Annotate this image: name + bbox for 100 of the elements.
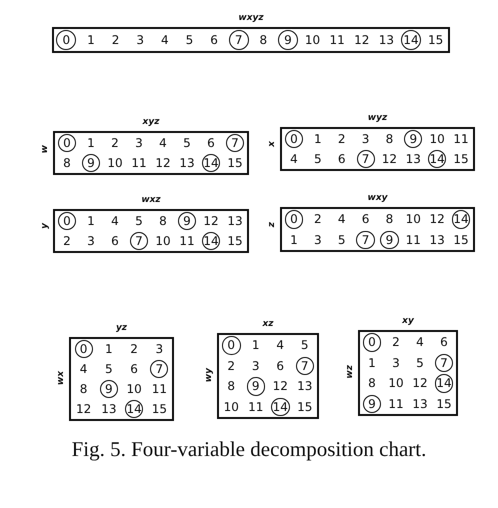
circled-number: 7 [296,356,314,375]
figure-caption: Fig. 5. Four-variable decomposition chart. [70,436,428,462]
chart-number: 8 [62,156,72,170]
circled-number: 14 [125,400,144,418]
chart-number: 11 [328,33,346,47]
row-variables: wx [56,371,66,386]
chart-number: 10 [222,400,240,414]
circled-number: 7 [130,232,148,250]
column-variables: wyz [366,113,388,123]
chart-number: 6 [360,212,370,226]
circled-number: 9 [82,154,100,172]
chart-number: 5 [312,152,323,166]
circled-number: 7 [356,150,375,168]
chart-number: 4 [275,338,286,352]
chart-number: 13 [411,396,429,411]
chart-number: 8 [384,212,394,226]
chart-number: 8 [258,33,268,47]
chart-number: 4 [78,362,88,376]
chart-number: 13 [296,379,314,394]
chart-number: 12 [353,33,370,47]
chart-number: 2 [129,342,139,356]
chart-number: 10 [304,33,322,47]
chart-number: 5 [134,214,144,228]
chart-number: 6 [275,358,286,373]
chart-number: 11 [247,400,264,414]
chart-number: 15 [435,396,453,411]
chart-number: 1 [104,342,114,356]
chart-number: 11 [130,156,148,170]
chart-number: 10 [106,156,124,170]
chart-number: 3 [86,234,96,248]
chart-number: 4 [336,212,346,226]
chart-number: 6 [439,335,449,350]
chart-number: 8 [158,214,168,228]
chart-number: 11 [404,232,422,247]
chart-number: 6 [209,33,219,47]
column-variables: xz [261,319,275,329]
chart-number: 3 [154,342,164,356]
decomposition-chart [217,333,319,419]
row-variables: w [40,145,50,154]
circled-number: 7 [226,134,244,152]
chart-number: 6 [110,234,120,248]
decomposition-chart [53,209,249,253]
column-variables: wxz [140,195,162,205]
chart-number: 13 [404,152,422,166]
decomposition-chart [358,330,458,416]
circled-number: 0 [284,130,303,148]
chart-number: 12 [428,212,446,226]
chart-number: 13 [100,402,118,416]
column-variables: wxyz [237,13,265,23]
chart-number: 10 [404,212,422,226]
row-variables: wy [204,368,214,382]
chart-number: 5 [300,338,310,352]
chart-number: 5 [184,33,194,47]
chart-number: 1 [312,132,323,146]
chart-number: 4 [415,335,425,350]
chart-number: 1 [289,232,299,247]
chart-number: 1 [250,338,261,352]
column-variables: xy [401,316,415,326]
chart-number: 6 [129,362,139,376]
chart-number: 4 [110,214,120,228]
circled-number: 14 [271,398,290,416]
circled-number: 9 [178,212,196,230]
chart-number: 3 [134,136,144,150]
circled-number: 14 [434,374,454,392]
circled-number: 7 [150,360,168,378]
chart-number: 1 [367,356,377,370]
chart-number: 2 [336,132,346,146]
chart-number: 15 [427,33,444,47]
chart-number: 11 [452,132,470,146]
circled-number: 0 [58,212,76,230]
circled-number: 9 [404,130,422,148]
chart-number: 2 [110,136,120,150]
column-variables: wxy [366,193,389,203]
chart-number: 13 [178,156,196,170]
circled-number: 14 [202,154,220,172]
column-variables: xyz [141,117,160,127]
circled-number: 9 [278,30,298,50]
chart-number: 15 [452,152,470,166]
decomposition-chart [53,131,249,175]
chart-number: 10 [154,234,172,248]
circled-number: 9 [362,394,382,413]
circled-number: 14 [452,210,470,228]
chart-number: 11 [387,396,405,411]
circled-number: 0 [222,336,240,354]
column-variables: yz [114,323,128,333]
circled-number: 9 [100,380,118,398]
chart-number: 2 [391,335,401,350]
chart-number: 2 [226,358,236,373]
chart-number: 15 [226,156,244,170]
circled-number: 7 [434,354,454,372]
circled-number: 14 [428,150,446,168]
chart-number: 12 [411,376,429,390]
chart-number: 1 [86,33,96,47]
chart-number: 4 [289,152,299,166]
chart-number: 13 [378,33,396,47]
circled-number: 0 [58,134,76,152]
chart-number: 4 [158,136,168,150]
circled-number: 0 [362,333,382,352]
chart-number: 8 [367,376,377,390]
circled-number: 9 [246,377,265,396]
